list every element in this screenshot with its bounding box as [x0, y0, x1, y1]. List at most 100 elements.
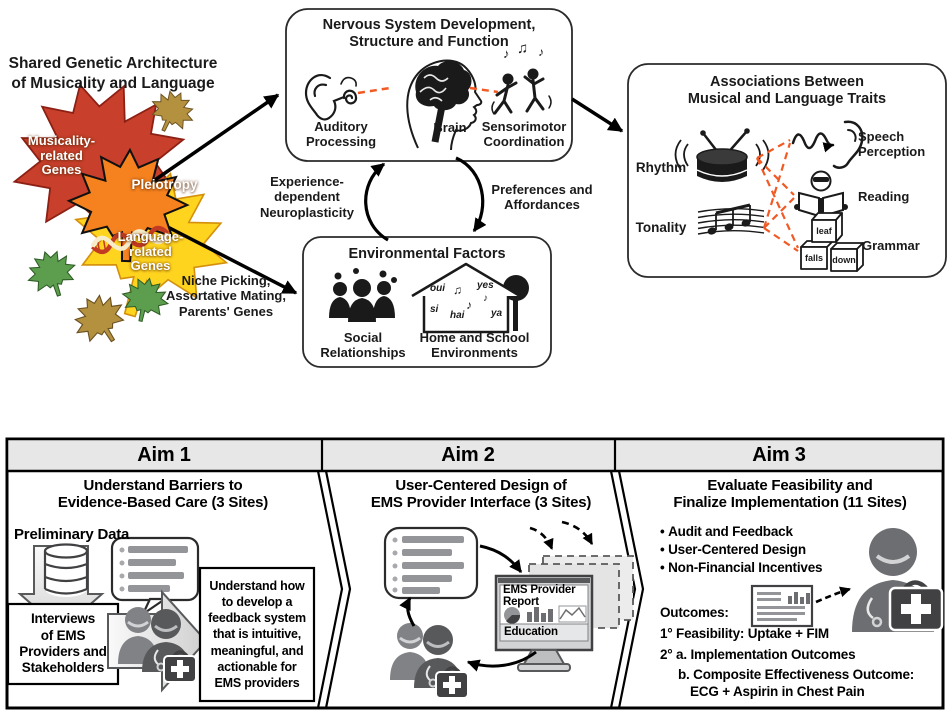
aim3-bullet-3: • Non-Financial Incentives [660, 560, 930, 575]
chevron-divider-1a [316, 470, 344, 709]
education-bar [499, 623, 589, 642]
reading-icon [794, 170, 848, 218]
associations-box [627, 63, 947, 278]
small-leaf [21, 243, 83, 304]
bullet-icon: • [660, 524, 665, 539]
sensorimotor-dancers-icon [491, 68, 552, 115]
block-word: down [832, 255, 856, 265]
interviews-label: Interviews of EMS Providers and Stakehol… [19, 611, 107, 676]
neuroplasticity-label: Experience- dependent Neuroplasticity [260, 174, 354, 220]
aim2-graphics [383, 520, 634, 700]
speech-perception-label: Speech Perception [858, 129, 926, 160]
grammar-label: Grammar [862, 238, 920, 253]
brain-icon [406, 59, 483, 151]
arrow-env-to-nervous [364, 162, 389, 242]
bullet-text: Non-Financial Incentives [668, 560, 823, 575]
rhythm-drum-icon [674, 128, 770, 182]
tonality-staff-icon [697, 203, 765, 235]
aim3-graphics [750, 528, 944, 632]
aim1-header: Aim 1 [137, 444, 191, 466]
env-box-title: Environmental Factors [348, 246, 506, 262]
musicality-genes-label: Musicality- related Genes [27, 133, 96, 178]
outcome-secondary-b: b. Composite Effectiveness Outcome: [678, 667, 915, 682]
outcomes-label: Outcomes: [660, 605, 729, 620]
grammar-blocks-icon [800, 212, 864, 272]
house-word: si [430, 304, 439, 315]
outcome-secondary-a: 2° a. Implementation Outcomes [660, 647, 856, 662]
niche-picking-note: Niche Picking, Assortative Mating, Paren… [166, 273, 286, 319]
dashed-link-brain-dancers [469, 86, 499, 94]
music-note-icon: ♪ [503, 46, 510, 61]
trait-links [755, 139, 800, 252]
bullet-text: Audit and Feedback [668, 524, 793, 539]
bullet-icon: • [660, 560, 665, 575]
speech-perception-icon [791, 120, 864, 169]
aim1-title: Understand Barriers to Evidence-Based Ca… [57, 477, 269, 512]
aim3-bullet-1: • Audit and Feedback [660, 524, 930, 539]
bar-chart-icon [527, 607, 553, 622]
dashed-arrow-1 [529, 526, 554, 551]
arrow-genes-to-nervous [151, 93, 280, 184]
music-note-icon: ♫ [517, 40, 529, 57]
music-note-icon: ♪ [538, 45, 544, 59]
associations-box-title: Associations Between Musical and Languag… [687, 74, 887, 108]
social-relationships-icon [329, 268, 397, 322]
tonality-label: Tonality [635, 220, 687, 235]
house-word: yes [477, 280, 494, 291]
language-genes-label: Language- related Genes [117, 229, 184, 274]
arrow-medics-to-card [399, 596, 416, 627]
preliminary-data-label: Preliminary Data [14, 526, 130, 543]
block-word: falls [804, 253, 823, 263]
rhythm-label: Rhythm [635, 160, 687, 175]
line-chart-icon [558, 605, 587, 623]
dashed-arrow-report-to-medic [815, 586, 852, 604]
arrow-monitor-to-medics [466, 650, 537, 672]
brain-label: Brain [433, 120, 467, 135]
bullet-icon: • [660, 542, 665, 557]
house-word: hai [450, 310, 465, 321]
auditory-processing-icon [304, 74, 358, 121]
preferences-label: Preferences and Affordances [491, 182, 593, 213]
top-figure-title: Shared Genetic Architecture of Musicalit… [8, 55, 218, 93]
dna-helix-icon [90, 225, 170, 255]
music-note-icon: ♪ [466, 298, 472, 312]
arrow-card-to-monitor [479, 544, 523, 574]
arrow-nervous-to-env [455, 156, 487, 233]
chevron-divider-1b [324, 470, 352, 709]
goal-text: Understand how to develop a feedback sys… [208, 578, 306, 691]
home-school-label: Home and School Environments [419, 330, 530, 361]
block-word: leaf [816, 226, 832, 236]
aims-header-row [5, 437, 945, 473]
chevron-divider-2a [609, 470, 637, 709]
home-school-icon [411, 262, 529, 334]
house-word: ya [491, 308, 503, 319]
house-word: oui [430, 283, 445, 294]
single-medic-icon [852, 528, 944, 632]
aim3-bullet-2: • User-Centered Design [660, 542, 930, 557]
social-label: Social Relationships [320, 330, 406, 361]
arrow-nervous-to-associations [571, 97, 624, 133]
auditory-label: Auditory Processing [305, 119, 377, 150]
aim2-title: User-Centered Design of EMS Provider Int… [370, 477, 592, 512]
nervous-box-title: Nervous System Development, Structure an… [322, 17, 536, 51]
education-label: Education [504, 626, 558, 638]
monitor-title: EMS Provider Report [503, 584, 576, 609]
outcome-secondary-b2: ECG + Aspirin in Chest Pain [690, 684, 865, 699]
music-note-icon: ♫ [453, 283, 462, 297]
reading-label: Reading [858, 189, 910, 204]
dashed-link-ear-brain [357, 86, 391, 95]
bullet-text: User-Centered Design [668, 542, 806, 557]
outcome-primary: 1° Feasibility: Uptake + FIM [660, 626, 829, 641]
arrow-genes-to-environment [157, 220, 298, 295]
goal-box [198, 566, 316, 703]
music-note-icon: ♪ [483, 293, 488, 304]
aim2-header: Aim 2 [441, 444, 495, 466]
aim3-title: Evaluate Feasibility and Finalize Implem… [673, 477, 907, 512]
pleiotropy-label: Pleiotropy [131, 177, 198, 192]
chevron-divider-2b [617, 470, 645, 709]
sensorimotor-label: Sensorimotor Coordination [481, 119, 567, 150]
genetics-leaves [0, 63, 298, 356]
aim3-header: Aim 3 [752, 444, 806, 466]
